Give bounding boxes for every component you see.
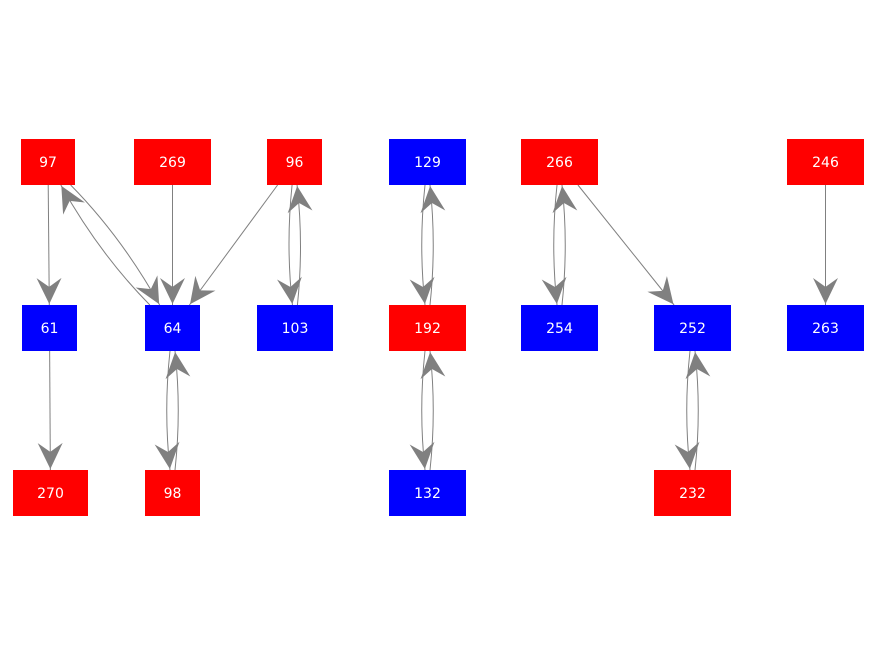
graph-edge <box>674 350 700 471</box>
graph-edge <box>70 184 161 306</box>
edge-arrowhead <box>420 351 446 380</box>
edge-arrowhead <box>420 185 446 214</box>
node-box[interactable] <box>787 139 864 185</box>
edge-arrowhead <box>287 185 313 214</box>
graph-node-263[interactable]: 263 <box>787 305 864 351</box>
graph-edge <box>189 184 278 306</box>
graph-edge <box>409 184 435 306</box>
node-box[interactable] <box>654 305 731 351</box>
graph-node-252[interactable]: 252 <box>654 305 731 351</box>
edge-layer <box>36 184 838 471</box>
edge-arrowhead <box>135 275 160 305</box>
node-box[interactable] <box>13 470 88 516</box>
node-box[interactable] <box>389 305 466 351</box>
edge-path <box>49 350 51 471</box>
node-box[interactable] <box>389 470 466 516</box>
graph-node-98[interactable]: 98 <box>145 470 200 516</box>
edge-arrowhead <box>189 275 216 305</box>
graph-edge <box>420 184 446 306</box>
edge-arrowhead <box>647 276 674 305</box>
graph-edge <box>420 350 446 471</box>
edge-arrowhead <box>541 276 567 305</box>
graph-node-103[interactable]: 103 <box>257 305 333 351</box>
edge-arrowhead <box>685 351 711 380</box>
edge-arrowhead <box>165 351 191 380</box>
edge-arrowhead <box>36 277 62 305</box>
node-box[interactable] <box>654 470 731 516</box>
edge-arrowhead <box>277 276 302 305</box>
edge-arrowhead <box>813 278 838 304</box>
node-box[interactable] <box>21 139 75 185</box>
edge-arrowhead <box>37 442 63 470</box>
graph-node-64[interactable]: 64 <box>145 305 200 351</box>
graph-node-96[interactable]: 96 <box>267 139 322 185</box>
edge-arrowhead <box>674 441 700 470</box>
node-box[interactable] <box>145 305 200 351</box>
graph-node-192[interactable]: 192 <box>389 305 466 351</box>
node-box[interactable] <box>257 305 333 351</box>
graph-edge <box>277 184 302 306</box>
node-box[interactable] <box>134 139 211 185</box>
graph-edge <box>287 184 313 306</box>
graph-edge <box>577 184 675 306</box>
graph-edge <box>552 184 578 306</box>
graph-node-132[interactable]: 132 <box>389 470 466 516</box>
graph-edge <box>541 184 567 306</box>
edge-arrowhead <box>552 185 578 214</box>
graph-node-266[interactable]: 266 <box>521 139 598 185</box>
edge-arrowhead <box>160 278 185 304</box>
graph-node-254[interactable]: 254 <box>521 305 598 351</box>
graph-node-232[interactable]: 232 <box>654 470 731 516</box>
node-box[interactable] <box>145 470 200 516</box>
graph-node-269[interactable]: 269 <box>134 139 211 185</box>
edge-arrowhead <box>154 441 180 470</box>
node-box[interactable] <box>389 139 466 185</box>
graph-edge <box>409 350 435 471</box>
graph-node-97[interactable]: 97 <box>21 139 75 185</box>
graph-edge <box>813 185 838 305</box>
node-box[interactable] <box>787 305 864 351</box>
graph-edge <box>60 184 151 306</box>
edge-arrowhead <box>61 185 85 215</box>
graph-node-61[interactable]: 61 <box>22 305 77 351</box>
node-box[interactable] <box>521 305 598 351</box>
graph-edge <box>37 350 63 471</box>
graph-edge <box>160 185 185 305</box>
graph-node-246[interactable]: 246 <box>787 139 864 185</box>
graph-edge <box>36 184 62 306</box>
graph-edge <box>165 350 191 471</box>
edge-path <box>47 184 50 306</box>
edge-path <box>577 184 675 306</box>
graph-edge <box>154 350 180 471</box>
node-box[interactable] <box>267 139 322 185</box>
graph-node-129[interactable]: 129 <box>389 139 466 185</box>
edge-arrowhead <box>409 441 435 470</box>
edge-path <box>189 184 278 306</box>
graph-edge <box>685 350 711 471</box>
edge-arrowhead <box>409 276 435 305</box>
graph-node-270[interactable]: 270 <box>13 470 88 516</box>
node-box[interactable] <box>22 305 77 351</box>
node-box[interactable] <box>521 139 598 185</box>
